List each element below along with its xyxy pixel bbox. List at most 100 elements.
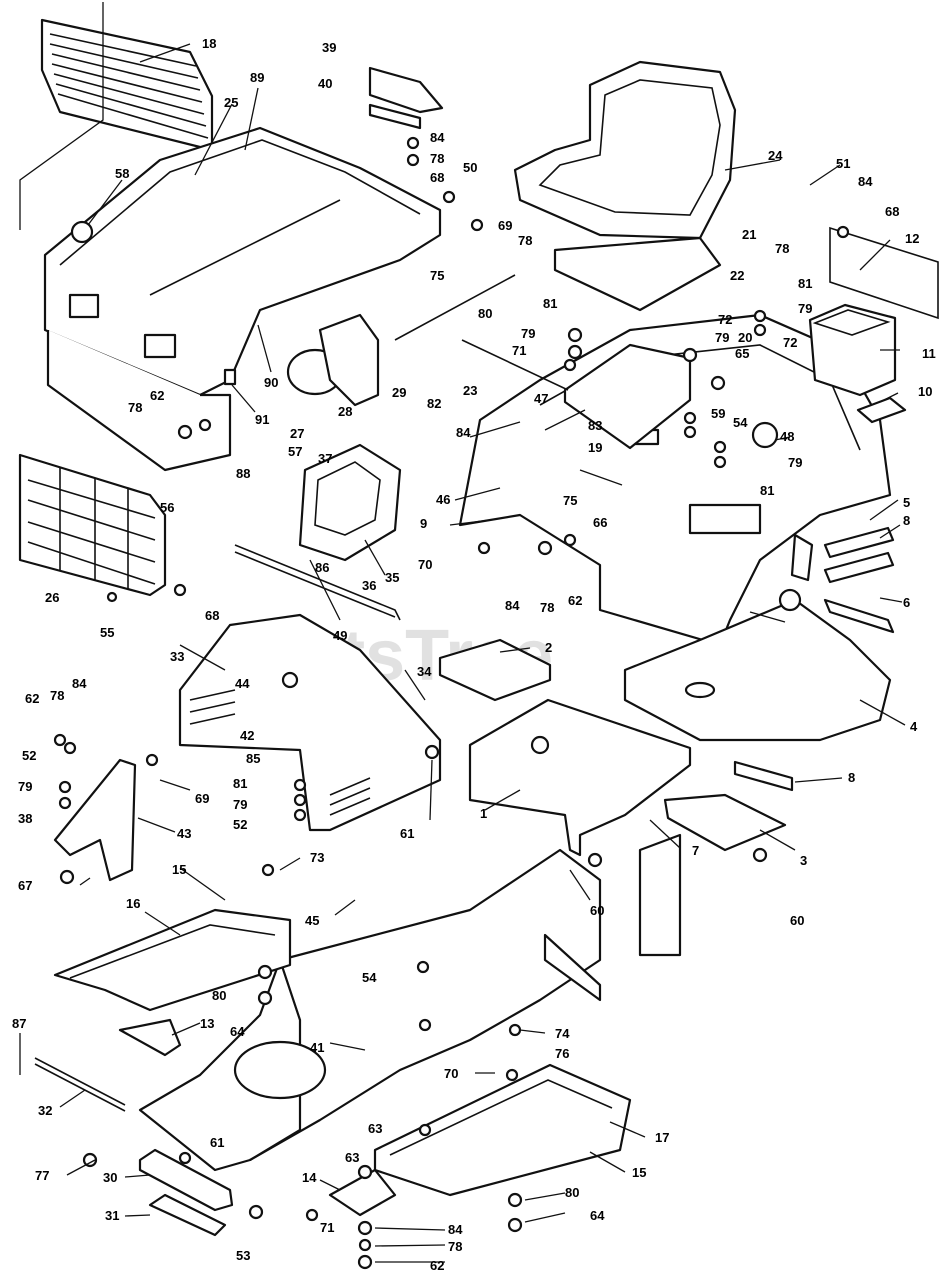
part-support-bracket: [53, 758, 137, 882]
callout-label: 68: [885, 204, 899, 219]
callout-label: 4: [910, 719, 918, 734]
callout-label: 62: [430, 1258, 444, 1273]
callout-label: 78: [518, 233, 532, 248]
callout-label: 28: [338, 404, 352, 419]
callout-label: 84: [858, 174, 873, 189]
callout-label: 3: [800, 853, 807, 868]
callout-label: 22: [730, 268, 744, 283]
callout-label: 84: [72, 676, 87, 691]
callout-label: 46: [436, 492, 450, 507]
callout-label: 59: [711, 406, 725, 421]
callout-label: 12: [905, 231, 919, 246]
callout-label: 51: [836, 156, 850, 171]
callout-label: 87: [12, 1016, 26, 1031]
callout-label: 15: [172, 862, 186, 877]
callout-label: 2: [545, 640, 552, 655]
callout-label: 77: [35, 1168, 49, 1183]
callout-label: 89: [250, 70, 264, 85]
callout-label: 72: [783, 335, 797, 350]
callout-label: 71: [512, 343, 526, 358]
part-rods: [34, 274, 569, 1112]
callout-label: 38: [18, 811, 32, 826]
callout-label: 55: [100, 625, 114, 640]
callout-label: 84: [456, 425, 471, 440]
callout-label: 44: [235, 676, 250, 691]
callout-label: 85: [246, 751, 260, 766]
callout-label: 18: [202, 36, 216, 51]
callout-label: 78: [128, 400, 142, 415]
callout-label: 6: [903, 595, 910, 610]
callout-label: 63: [345, 1150, 359, 1165]
callout-label: 78: [775, 241, 789, 256]
part-battery-box: [808, 303, 897, 397]
callout-label: 11: [922, 346, 936, 361]
callout-label: 37: [318, 451, 332, 466]
callout-label: 35: [385, 570, 399, 585]
callout-label: 42: [240, 728, 254, 743]
part-plates: [438, 638, 787, 857]
callout-label: 73: [310, 850, 324, 865]
callout-label: 24: [768, 148, 783, 163]
callout-label: 80: [478, 306, 492, 321]
callout-label: 60: [790, 913, 804, 928]
callout-label: 14: [302, 1170, 317, 1185]
callout-label: 54: [362, 970, 377, 985]
callout-label: 81: [760, 483, 774, 498]
callout-label: 88: [236, 466, 250, 481]
callout-label: 80: [212, 988, 226, 1003]
callout-label: 74: [555, 1026, 570, 1041]
part-steering-bracket: [298, 443, 402, 562]
callout-label: 70: [444, 1066, 458, 1081]
part-small-brackets: [118, 1018, 397, 1237]
callout-label: 84: [430, 130, 445, 145]
callout-label: 69: [195, 791, 209, 806]
callout-label: 90: [264, 375, 278, 390]
callout-label: 66: [593, 515, 607, 530]
callout-label: 75: [430, 268, 444, 283]
callout-label: 34: [417, 664, 432, 679]
part-pads: [733, 396, 907, 792]
callout-label: 79: [233, 797, 247, 812]
callout-label: 36: [362, 578, 376, 593]
callout-label: 81: [233, 776, 247, 791]
callout-label: 16: [126, 896, 140, 911]
callout-label: 20: [738, 330, 752, 345]
callout-label: 15: [632, 1165, 646, 1180]
callout-label: 84: [448, 1222, 463, 1237]
callout-label: 58: [115, 166, 129, 181]
callout-label: 68: [430, 170, 444, 185]
callout-label: 64: [230, 1024, 245, 1039]
callout-label: 10: [918, 384, 932, 399]
callout-label: 33: [170, 649, 184, 664]
callout-label: 79: [18, 779, 32, 794]
callout-label: 78: [448, 1239, 462, 1254]
callout-label: 40: [318, 76, 332, 91]
callout-label: 47: [534, 391, 548, 406]
callout-label: 65: [735, 346, 749, 361]
part-fender: [458, 313, 892, 647]
callout-label: 82: [427, 396, 441, 411]
callout-label: 5: [903, 495, 910, 510]
callout-label: 56: [160, 500, 174, 515]
callout-label: 49: [333, 628, 347, 643]
callout-label: 78: [430, 151, 444, 166]
callout-label: 57: [288, 444, 302, 459]
callout-label: 78: [540, 600, 554, 615]
callout-label: 53: [236, 1248, 250, 1263]
callout-label: 76: [555, 1046, 569, 1061]
callout-label: 81: [543, 296, 557, 311]
callout-label: 50: [463, 160, 477, 175]
callout-label: 62: [150, 388, 164, 403]
callout-label: 86: [315, 560, 329, 575]
callout-label: 39: [322, 40, 336, 55]
part-fuel-tank: [623, 533, 892, 742]
callout-label: 45: [305, 913, 319, 928]
callout-label: 29: [392, 385, 406, 400]
callout-label: 62: [568, 593, 582, 608]
callout-label: 91: [255, 412, 269, 427]
callout-label: 79: [521, 326, 535, 341]
callout-label: 9: [420, 516, 427, 531]
callout-label: 25: [224, 95, 238, 110]
callout-label: 75: [563, 493, 577, 508]
